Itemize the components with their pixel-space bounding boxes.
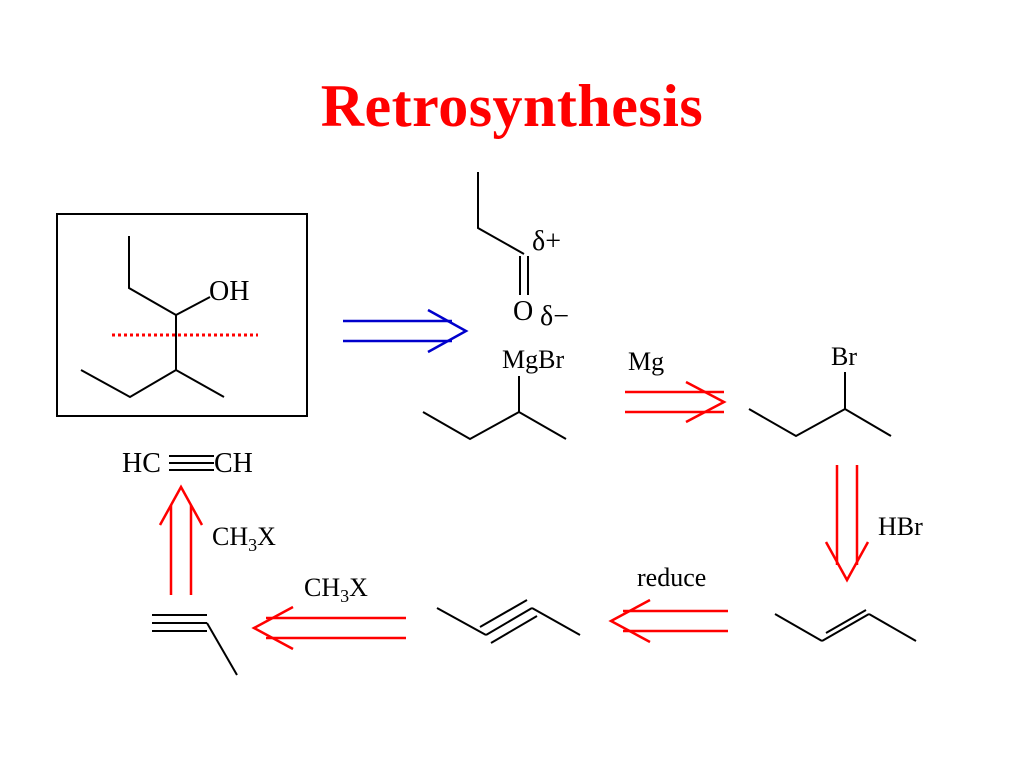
mg-label: Mg — [628, 347, 664, 376]
butene-bond-1 — [774, 613, 823, 642]
hbr-label: HBr — [878, 512, 923, 541]
bromobutane-skeleton — [748, 407, 892, 438]
grignard-skeleton — [422, 410, 567, 441]
bromobutane: Br — [748, 342, 892, 438]
hbr-arrow — [824, 465, 870, 583]
retrosynthetic-arrow — [343, 308, 469, 354]
methylation-arrow-2 — [251, 605, 406, 651]
propanal-fragment: δ+ O δ− — [477, 172, 569, 332]
delta-plus-label: δ+ — [532, 226, 561, 257]
butyne — [436, 599, 581, 644]
target-molecule: OH — [56, 213, 308, 417]
acetylene-triple-bond — [169, 455, 214, 471]
oxygen-label: O — [513, 296, 533, 327]
butene-double-bond-a — [821, 613, 870, 642]
butyne-triple-b — [479, 599, 528, 628]
acetylene-ch-label: CH — [214, 448, 253, 479]
butene-double-bond-b — [825, 609, 867, 634]
target-box — [56, 213, 308, 417]
grignard-reagent: MgBr — [422, 345, 567, 441]
butene-bond-3 — [868, 613, 917, 642]
target-oh-label: OH — [209, 276, 249, 307]
mg-arrow — [625, 380, 727, 424]
methylation-label-2: CH3X — [304, 573, 368, 606]
butyne-triple-c — [490, 615, 538, 644]
reduce-label: reduce — [637, 563, 706, 592]
propanal-skeleton — [477, 172, 525, 255]
acetylene-hc-label: HC — [122, 448, 161, 479]
target-bond-oh — [175, 296, 211, 316]
acetylene: HC CH — [122, 448, 253, 479]
delta-minus-label: δ− — [540, 301, 569, 332]
butyne-bond-3 — [531, 607, 581, 636]
br-label: Br — [831, 342, 857, 371]
reduce-arrow — [608, 598, 728, 644]
page-title: Retrosynthesis — [320, 73, 704, 139]
target-skeleton-lower — [80, 368, 225, 399]
butyne-triple-a — [485, 607, 533, 636]
propyne — [152, 614, 238, 676]
mgbr-label: MgBr — [502, 345, 564, 374]
propyne-bond-methyl — [206, 622, 238, 676]
methylation-label-1: CH3X — [212, 522, 276, 555]
target-skeleton-upper — [128, 236, 177, 316]
butene — [774, 609, 917, 642]
butyne-bond-1 — [436, 607, 487, 636]
methylation-arrow-1 — [158, 484, 204, 595]
